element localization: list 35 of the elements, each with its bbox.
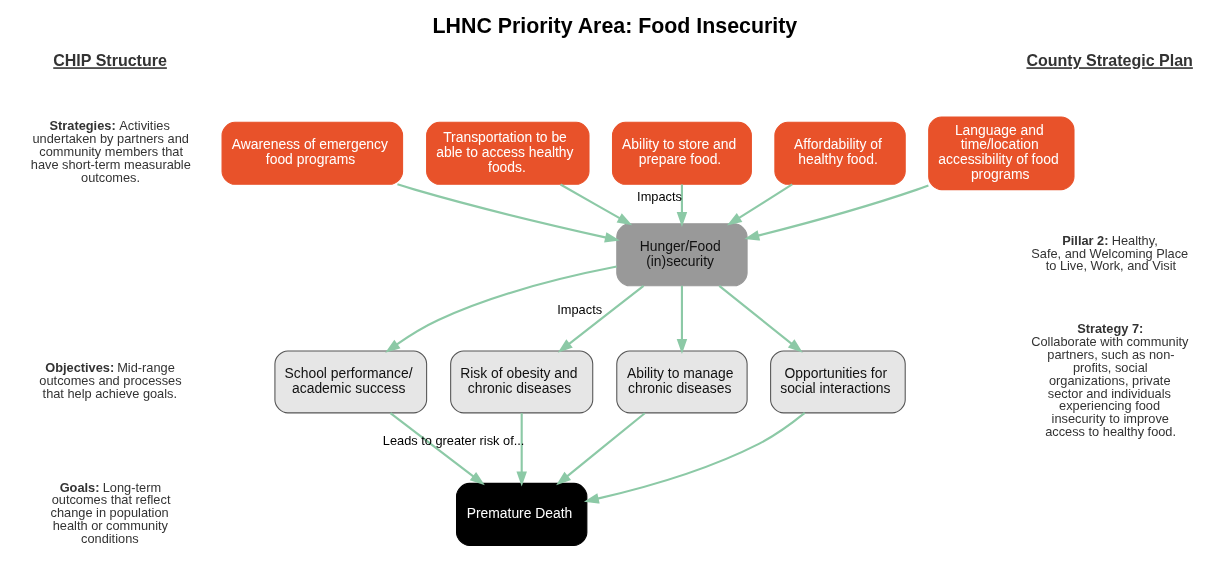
arrow xyxy=(676,184,687,227)
arrow xyxy=(396,183,620,243)
arrow xyxy=(515,413,527,487)
diagram-title: LHNC Priority Area: Food Insecurity xyxy=(431,13,797,38)
node-box: School performance/ academic success xyxy=(273,350,427,414)
node-box: Ability to store and prepare food. xyxy=(611,121,752,185)
arrow xyxy=(557,284,644,353)
node-box: Language and time/location accessibility of food programs xyxy=(927,116,1075,191)
edge-label: Impacts xyxy=(636,188,682,204)
label: Strategy 7: Collaborate with community partners, such as non-profits, social organizations, private sector and individuals experiencing food insecurity to improve access to healthy food. xyxy=(1030,321,1188,439)
edge-label: Leads to greater risk of... xyxy=(382,432,524,448)
arrow xyxy=(718,284,803,353)
node-box: Premature Death xyxy=(455,482,587,546)
label: County Strategic Plan xyxy=(1025,51,1193,70)
label: Strategies: Activities undertaken by partners and community members that have short-term measurable outcomes. xyxy=(30,118,191,185)
label: Pillar 2: Healthy, Safe, and Welcoming Place to Live, Work, and Visit xyxy=(1030,232,1188,274)
edge-label: Impacts xyxy=(556,302,602,318)
node-box: Transportation to be able to access healthy foods. xyxy=(425,121,590,185)
node-box: Risk of obesity and chronic diseases xyxy=(449,350,593,414)
node-box: Ability to manage chronic diseases xyxy=(615,350,748,414)
arrow xyxy=(559,183,632,226)
arrow xyxy=(384,265,617,353)
arrow xyxy=(726,183,793,226)
arrow xyxy=(743,184,929,241)
label: Goals: Long-term outcomes that reflect change in population health or community conditions xyxy=(50,479,170,546)
arrow xyxy=(389,412,485,486)
label: Objectives: Mid-range outcomes and processes that help achieve goals. xyxy=(38,359,182,401)
arrow xyxy=(583,412,805,504)
arrow xyxy=(676,285,687,354)
node-box: Opportunities for social interactions xyxy=(769,350,906,414)
node-box: Awareness of emergency food programs xyxy=(221,121,403,185)
node-box: Hunger/Food (in)security xyxy=(615,223,748,287)
arrow xyxy=(555,412,645,486)
label: CHIP Structure xyxy=(52,51,167,70)
node-box: Affordability of healthy food. xyxy=(773,121,906,185)
